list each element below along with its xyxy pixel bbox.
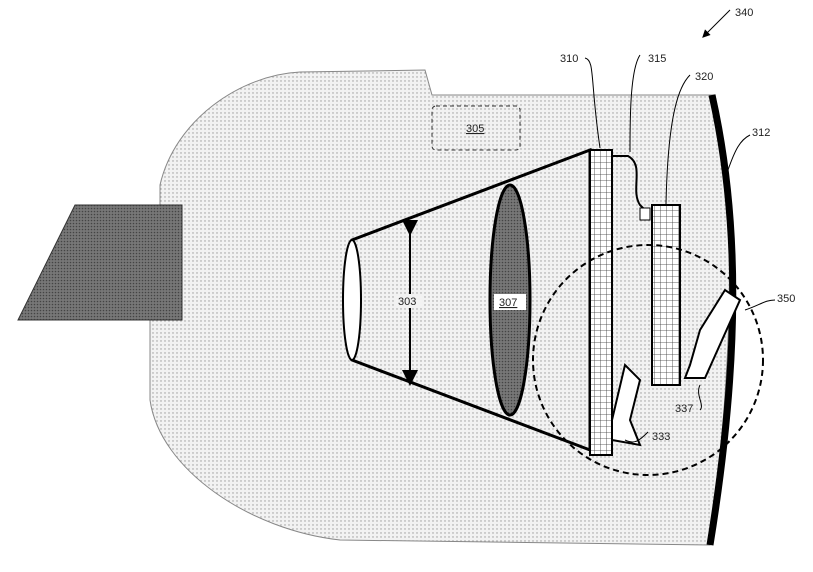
label-307: 307 <box>499 297 517 309</box>
label-310: 310 <box>560 53 578 65</box>
mount-block <box>17 204 183 321</box>
cone-end <box>342 239 362 361</box>
connector-cable <box>612 155 646 211</box>
hook-337 <box>683 288 742 379</box>
label-340: 340 <box>735 7 753 19</box>
component-box <box>431 105 521 151</box>
region-circle <box>532 244 764 476</box>
label-303: 303 <box>398 296 416 308</box>
label-320: 320 <box>695 71 713 83</box>
label-312: 312 <box>752 127 770 139</box>
label-333: 333 <box>652 431 670 443</box>
label-350: 350 <box>777 293 795 305</box>
label-305: 305 <box>466 123 484 135</box>
panel-310 <box>589 149 613 456</box>
hook-333 <box>611 363 642 447</box>
leader-lines <box>584 9 776 443</box>
label-315: 315 <box>648 53 666 65</box>
panel-320 <box>651 204 681 386</box>
label-337: 337 <box>675 403 693 415</box>
